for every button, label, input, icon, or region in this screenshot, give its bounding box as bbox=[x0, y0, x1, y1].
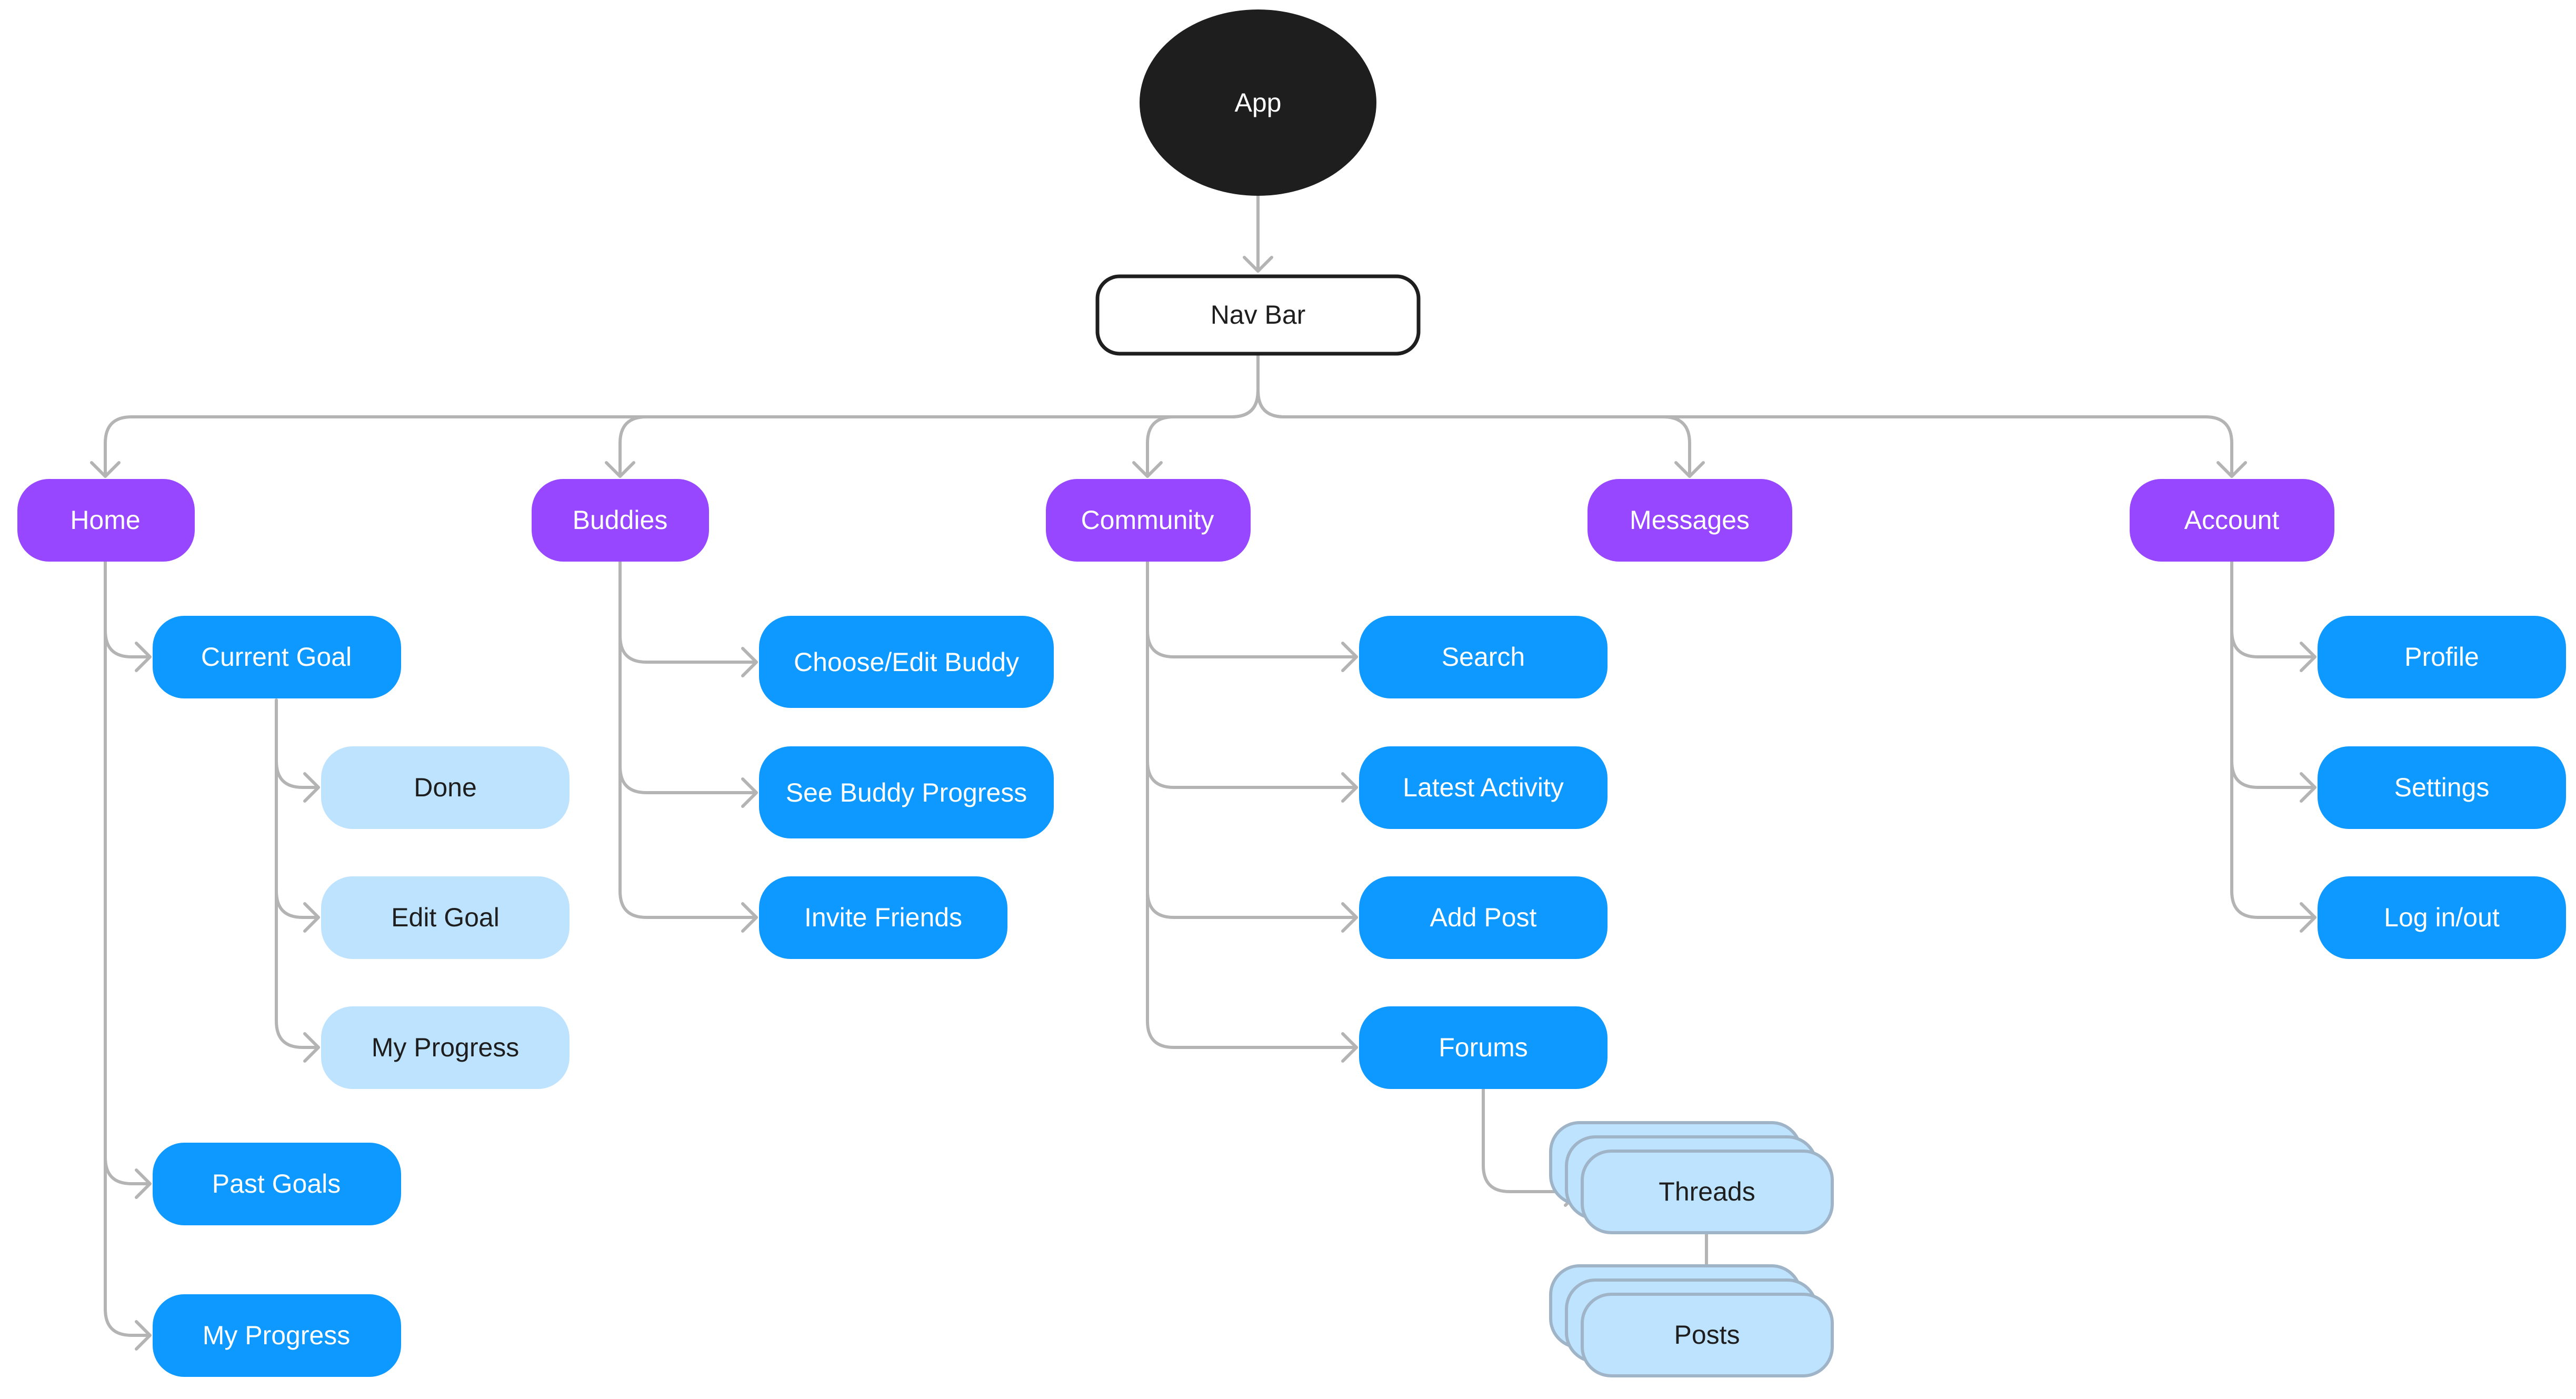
node-threads: Threads bbox=[1549, 1121, 1834, 1234]
node-label: Community bbox=[1081, 505, 1214, 535]
arrowhead bbox=[1674, 461, 1705, 478]
node-label: Latest Activity bbox=[1403, 773, 1564, 802]
stack-card bbox=[1581, 1293, 1834, 1377]
node-account: Account bbox=[2130, 479, 2334, 562]
connector-navbar-account bbox=[1256, 389, 2233, 478]
node-forums: Forums bbox=[1359, 1006, 1607, 1089]
node-label: See Buddy Progress bbox=[786, 778, 1027, 807]
connector-home-past-goals bbox=[104, 629, 152, 1185]
arrowhead bbox=[605, 461, 635, 478]
connector-navbar-messages bbox=[1256, 389, 1691, 478]
node-past-goals: Past Goals bbox=[153, 1143, 401, 1225]
arrowhead bbox=[90, 461, 121, 478]
arrowhead bbox=[1341, 772, 1358, 803]
node-profile: Profile bbox=[2318, 616, 2566, 698]
arrowhead bbox=[135, 642, 152, 672]
node-label: Forums bbox=[1439, 1033, 1527, 1062]
arrowhead bbox=[2300, 642, 2317, 672]
arrowhead bbox=[2300, 772, 2317, 803]
connector-current-goal-done bbox=[275, 698, 320, 789]
node-label: Search bbox=[1442, 642, 1525, 672]
node-current-goal-my-progress: My Progress bbox=[321, 1006, 570, 1089]
arrowhead bbox=[741, 902, 758, 933]
node-add-post: Add Post bbox=[1359, 876, 1607, 959]
node-label: Messages bbox=[1630, 505, 1750, 535]
node-log-in-out: Log in/out bbox=[2318, 876, 2566, 959]
node-community: Community bbox=[1046, 479, 1251, 562]
arrowhead bbox=[1243, 256, 1273, 273]
arrowhead bbox=[2216, 461, 2247, 478]
arrowhead bbox=[1341, 1032, 1358, 1063]
arrowhead bbox=[1341, 642, 1358, 672]
arrowhead bbox=[741, 777, 758, 808]
arrowhead bbox=[303, 1032, 320, 1063]
node-nav-bar: Nav Bar bbox=[1095, 274, 1421, 356]
node-label: Edit Goal bbox=[391, 903, 500, 932]
connector-buddies-invite-friends bbox=[618, 765, 758, 919]
connector-home-my-progress bbox=[104, 1156, 152, 1337]
node-done: Done bbox=[321, 746, 570, 829]
arrowhead bbox=[2300, 902, 2317, 933]
node-label: Add Post bbox=[1430, 903, 1537, 932]
connector-navbar-home bbox=[104, 352, 1260, 478]
node-buddies: Buddies bbox=[532, 479, 709, 562]
node-edit-goal: Edit Goal bbox=[321, 876, 570, 959]
node-label: Nav Bar bbox=[1211, 300, 1306, 329]
connector-current-goal-edit-goal bbox=[275, 760, 320, 919]
arrowhead bbox=[303, 902, 320, 933]
node-label: Profile bbox=[2404, 642, 2479, 672]
connector-community-forums bbox=[1146, 890, 1358, 1049]
node-label: Invite Friends bbox=[804, 903, 962, 932]
node-label: Log in/out bbox=[2384, 903, 2500, 932]
node-label: App bbox=[1235, 88, 1282, 117]
node-messages: Messages bbox=[1587, 479, 1792, 562]
arrowhead bbox=[135, 1168, 152, 1199]
node-home: Home bbox=[17, 479, 195, 562]
connector-forums-threads bbox=[1482, 1088, 1581, 1193]
arrowhead bbox=[135, 1320, 152, 1351]
arrowhead bbox=[1132, 461, 1163, 478]
connector-buddies-choose-edit-buddy bbox=[618, 560, 758, 664]
connector-account-log-in-out bbox=[2230, 760, 2317, 919]
node-app: App bbox=[1140, 9, 1376, 196]
connectors bbox=[90, 194, 2317, 1351]
arrowhead bbox=[303, 772, 320, 803]
node-search: Search bbox=[1359, 616, 1607, 698]
node-label: Choose/Edit Buddy bbox=[794, 647, 1019, 677]
node-see-buddy-progress: See Buddy Progress bbox=[759, 746, 1054, 838]
node-current-goal: Current Goal bbox=[153, 616, 401, 698]
connector-current-goal-my-progress bbox=[275, 890, 320, 1049]
node-label: My Progress bbox=[372, 1033, 520, 1062]
node-latest-activity: Latest Activity bbox=[1359, 746, 1607, 829]
arrowhead bbox=[1341, 902, 1358, 933]
node-settings: Settings bbox=[2318, 746, 2566, 829]
node-label: Posts bbox=[1674, 1320, 1740, 1350]
arrowhead bbox=[741, 647, 758, 677]
connector-community-latest-activity bbox=[1146, 629, 1358, 789]
node-label: Threads bbox=[1659, 1177, 1755, 1206]
node-my-progress: My Progress bbox=[153, 1294, 401, 1377]
node-label: Settings bbox=[2394, 773, 2490, 802]
node-invite-friends: Invite Friends bbox=[759, 876, 1007, 959]
connector-buddies-see-buddy-progress bbox=[618, 634, 758, 794]
node-label: Current Goal bbox=[201, 642, 352, 672]
node-label: Home bbox=[70, 505, 140, 535]
stack-card bbox=[1581, 1150, 1834, 1234]
connector-community-search bbox=[1146, 560, 1358, 658]
connector-community-add-post bbox=[1146, 760, 1358, 919]
connector-home-current-goal bbox=[104, 560, 152, 658]
connector-navbar-community bbox=[1146, 389, 1260, 478]
node-choose-edit-buddy: Choose/Edit Buddy bbox=[759, 616, 1054, 708]
node-label: Done bbox=[414, 773, 477, 802]
node-label: Account bbox=[2184, 505, 2280, 535]
node-label: My Progress bbox=[203, 1321, 351, 1350]
node-label: Past Goals bbox=[212, 1169, 341, 1198]
node-label: Buddies bbox=[573, 505, 668, 535]
node-posts: Posts bbox=[1549, 1264, 1834, 1377]
